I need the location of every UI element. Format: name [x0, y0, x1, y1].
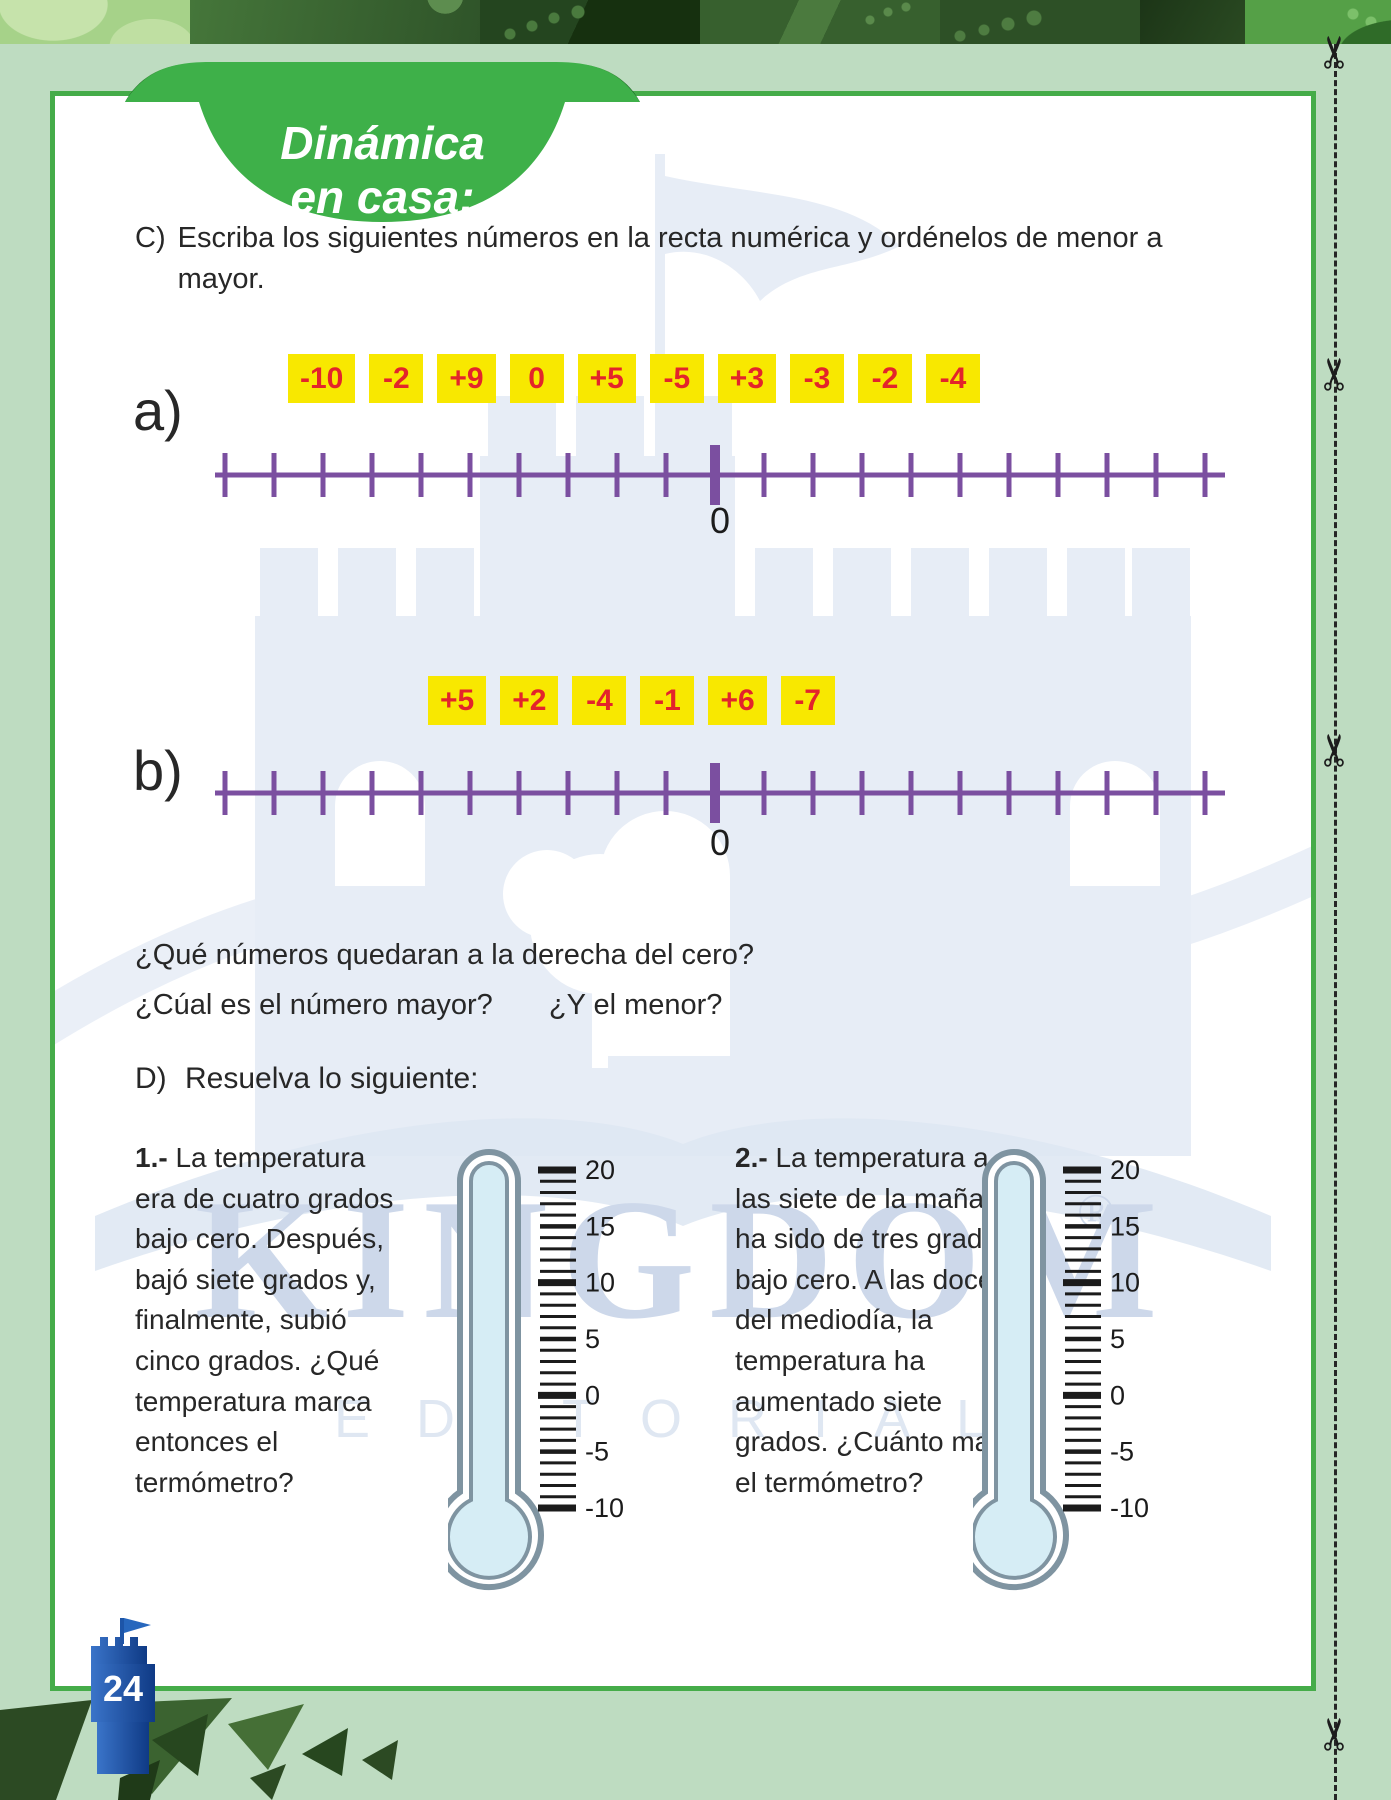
tower-art — [91, 1618, 155, 1774]
question-greater-lesser: ¿Cúal es el número mayor? ¿Y el menor? — [135, 989, 722, 1022]
numberline-b-label: b) — [133, 739, 183, 802]
problem-1-number: 1.- — [135, 1142, 168, 1173]
svg-text:15: 15 — [1110, 1211, 1140, 1241]
problem-2-body: La temperatura a las siete de la mañana … — [735, 1142, 1030, 1498]
scissors-icon: ✂ — [1311, 1715, 1360, 1753]
triangle-shards-decoration — [0, 1698, 398, 1800]
section-d-text: Resuelva lo siguiente: — [185, 1062, 479, 1095]
banner-tile — [940, 0, 1140, 44]
question-right-of-zero: ¿Qué números quedaran a la derecha del c… — [135, 939, 755, 971]
svg-text:15: 15 — [585, 1211, 615, 1241]
svg-text:5: 5 — [1110, 1324, 1125, 1354]
problem-2-number: 2.- — [735, 1142, 768, 1173]
banner-tile — [480, 0, 700, 44]
number-tag: -2 — [858, 354, 913, 403]
page-number-tower: 24 — [83, 1616, 163, 1776]
svg-text:10: 10 — [1110, 1268, 1140, 1298]
number-tag-row-a: -10 -2 +9 0 +5 -5 +3 -3 -2 -4 — [288, 354, 981, 403]
section-c-text-line2: mayor. — [177, 262, 265, 295]
section-d-heading: D) Resuelva lo siguiente: — [135, 1062, 479, 1096]
watermark-editorial-text: EDITORIAL — [333, 1389, 1033, 1449]
number-tag: +6 — [708, 676, 767, 725]
numberline-a — [215, 445, 1225, 505]
top-banner-pattern — [0, 0, 1391, 44]
svg-text:-10: -10 — [585, 1493, 624, 1523]
question-lesser: ¿Y el menor? — [548, 989, 723, 1021]
numberline-a-label: a) — [133, 379, 183, 442]
banner-tile — [1245, 0, 1391, 44]
numberline-a-zero-label: 0 — [709, 500, 731, 541]
scissors-icon: ✂ — [1311, 731, 1360, 769]
numberline-b — [215, 763, 1225, 823]
section-c-instruction: C) Escriba los siguientes números en la … — [135, 218, 1163, 299]
number-tag: 0 — [509, 354, 564, 403]
banner-tile — [190, 0, 480, 44]
thermometer-2: 20 15 10 5 0 -5 -10 — [973, 1149, 1149, 1591]
svg-text:10: 10 — [585, 1268, 615, 1298]
problem-1-body: La temperatura era de cuatro grados bajo… — [135, 1142, 394, 1498]
scissors-icon: ✂ — [1311, 355, 1360, 393]
section-c-marker: C) — [135, 222, 166, 254]
banner-tile — [700, 0, 940, 44]
banner-tile — [0, 0, 190, 44]
problem-1-text: 1.- La temperatura era de cuatro grados … — [135, 1138, 407, 1503]
svg-text:5: 5 — [585, 1324, 600, 1354]
svg-text:-5: -5 — [1110, 1437, 1134, 1467]
number-tag: -1 — [640, 676, 695, 725]
number-tag: +3 — [717, 354, 777, 403]
numberline-b-zero-label: 0 — [709, 822, 731, 863]
page-number: 24 — [102, 1668, 144, 1709]
dinamica-ribbon — [125, 62, 640, 222]
number-tag: -3 — [790, 354, 845, 403]
svg-text:20: 20 — [585, 1155, 615, 1185]
number-tag: -2 — [369, 354, 424, 403]
banner-tile — [1140, 0, 1245, 44]
number-tag: -4 — [926, 354, 981, 403]
thermometer-1: 20 15 10 5 0 -5 -10 — [448, 1149, 624, 1591]
number-tag-row-b: +5 +2 -4 -1 +6 -7 — [428, 676, 835, 725]
number-tag: -5 — [649, 354, 704, 403]
svg-text:0: 0 — [585, 1380, 600, 1410]
cut-dashed-line — [1334, 44, 1337, 1800]
svg-text:-5: -5 — [585, 1437, 609, 1467]
thermometer-2-scale: 20 15 10 5 0 -5 -10 — [1063, 1155, 1149, 1523]
question-greater: ¿Cúal es el número mayor? — [135, 989, 493, 1021]
number-tag: +2 — [500, 676, 559, 725]
number-tag: -10 — [288, 354, 356, 403]
number-tag: +5 — [428, 676, 487, 725]
section-c-text-line1: Escriba los siguientes números en la rec… — [177, 222, 1163, 254]
section-c-text: Escriba los siguientes números en la rec… — [178, 218, 1163, 299]
scissors-icon: ✂ — [1311, 33, 1360, 71]
svg-text:0: 0 — [1110, 1380, 1125, 1410]
svg-text:20: 20 — [1110, 1155, 1140, 1185]
worksheet-card: KINGDOM ® EDITORIAL — [50, 62, 1316, 1691]
section-d-marker: D) — [135, 1062, 167, 1095]
number-tag: +9 — [437, 354, 496, 403]
problem-2-text: 2.- La temperatura a las siete de la mañ… — [735, 1138, 1031, 1503]
thermometer-1-scale: 20 15 10 5 0 -5 -10 — [538, 1155, 624, 1523]
number-tag: +5 — [577, 354, 636, 403]
number-tag: -7 — [780, 676, 835, 725]
svg-text:-10: -10 — [1110, 1493, 1149, 1523]
number-tag: -4 — [572, 676, 627, 725]
